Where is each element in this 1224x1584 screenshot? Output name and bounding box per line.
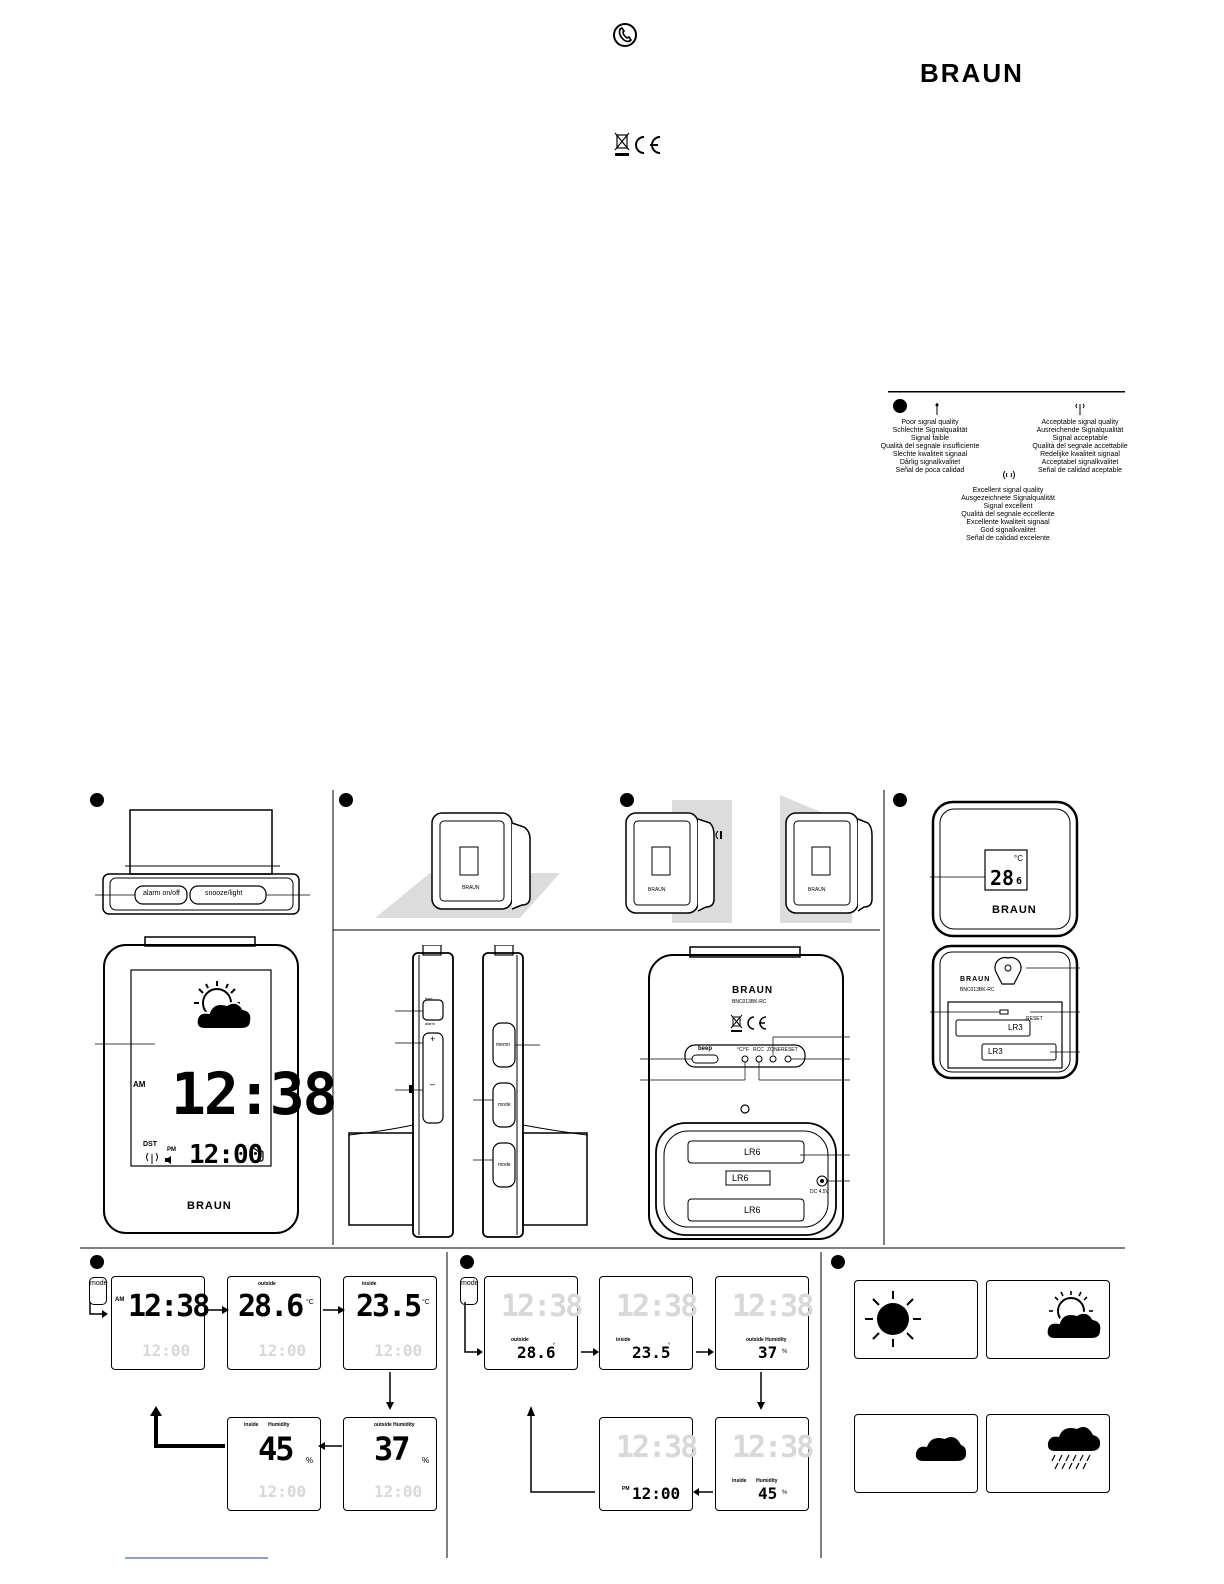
- sensor-back-braun-logo: BRAUN: [960, 976, 991, 983]
- seq2-screen-outside-temp: 12:38 outside 28.6 °: [484, 1276, 583, 1370]
- bullet-3: [620, 793, 634, 807]
- bullet-8: [831, 1255, 845, 1269]
- sun-icon: [865, 1291, 921, 1347]
- mode-button-lower[interactable]: mode: [498, 1162, 511, 1168]
- bullet-4: [893, 793, 907, 807]
- svg-text:BRAUN: BRAUN: [648, 887, 666, 893]
- reset-label: RESET: [781, 1047, 798, 1053]
- rcc-label: RCC: [753, 1047, 764, 1053]
- seq2-mode-button[interactable]: mode: [460, 1277, 479, 1305]
- seq2-screen-outside-humidity: 12:38 outside Humidity 37 %: [715, 1276, 814, 1370]
- hand-icon: [251, 1147, 264, 1162]
- front-braun-logo: BRAUN: [187, 1200, 232, 1212]
- weather-rain-card: [986, 1414, 1110, 1493]
- weather-sunny-card: [854, 1280, 978, 1359]
- dc-input-label: DC 4.5V: [810, 1189, 829, 1195]
- seq1-screen-time: AM 12:38 12:00: [111, 1276, 210, 1370]
- clock-back-view: BRAUN BNC013BK-RC beep °C/°F RCC ZONE RE…: [640, 945, 855, 1245]
- snooze-light-button[interactable]: snooze/light: [205, 890, 243, 897]
- time-label: time: [425, 996, 433, 1001]
- back-braun-logo: BRAUN: [732, 985, 774, 996]
- braun-logo: BRAUN: [920, 58, 1024, 88]
- plus-button[interactable]: +: [430, 1034, 436, 1044]
- seq1-screen-outside-temp: outside 28.6 °C 12:00: [227, 1276, 321, 1370]
- pm-indicator: PM: [167, 1147, 176, 1153]
- sensor-placement-table: BRAUN: [375, 812, 560, 918]
- main-time-display: 12:38: [171, 1060, 338, 1128]
- beep-switch[interactable]: beep: [698, 1046, 713, 1052]
- alarm-on-off-button[interactable]: alarm on/off: [143, 890, 180, 897]
- battery-2: LR6: [732, 1173, 749, 1183]
- clock-front-view: 12:38 AM DST PM 12:00 BRAUN: [95, 936, 338, 1238]
- signal-panel-divider: [888, 391, 1125, 392]
- svg-text:BRAUN: BRAUN: [462, 885, 480, 891]
- weather-cloudy-card: [854, 1414, 978, 1493]
- seq2-arrows: [464, 1302, 765, 1496]
- bullet-5: [893, 399, 907, 413]
- weee-ce-marks-icon: [614, 132, 661, 156]
- battery-3: LR6: [744, 1205, 761, 1215]
- dst-indicator: DST: [143, 1141, 157, 1148]
- sensor-front: 28 6 °C BRAUN: [930, 800, 1080, 940]
- acceptable-signal-icon: [1075, 403, 1085, 415]
- seq1-arrows: [89, 1302, 394, 1450]
- seq1-screen-outside-humidity: outside Humidity 37 % 12:00: [343, 1417, 437, 1511]
- bullet-1: [90, 793, 104, 807]
- alarm-time-display: 12:00: [189, 1140, 263, 1170]
- rain-cloud-icon: [1047, 1427, 1101, 1470]
- sensor-temp-decimal: 6: [1016, 876, 1023, 887]
- clock-top-view: alarm on/off snooze/light: [95, 808, 315, 923]
- seq1-mode-button[interactable]: mode: [89, 1277, 108, 1305]
- mode-button-upper[interactable]: mode: [498, 1102, 511, 1108]
- seq2-screen-inside-humidity: 12:38 inside Humidity 45 %: [715, 1417, 814, 1511]
- bullet-2: [339, 793, 353, 807]
- zone-label: ZONE: [767, 1047, 781, 1053]
- partly-cloudy-icon: [1045, 1291, 1103, 1340]
- speaker-icon: [165, 1156, 171, 1164]
- back-model: BNC013BK-RC: [732, 999, 767, 1005]
- am-indicator: AM: [133, 1080, 146, 1089]
- sensor-back-model: BNC013BK-RC: [960, 987, 995, 993]
- celsius-fahrenheit-label: °C/°F: [737, 1047, 750, 1053]
- sensor-reset-button[interactable]: RESET: [1026, 1016, 1043, 1022]
- sensor-unit: °C: [1014, 854, 1023, 863]
- sensor-battery-2: LR3: [988, 1047, 1003, 1056]
- partly-cloudy-icon: [194, 981, 253, 1030]
- alarm-label: alarm: [425, 1021, 436, 1026]
- clock-side-views: [348, 945, 588, 1238]
- memo-button[interactable]: memo: [496, 1042, 510, 1048]
- minus-button[interactable]: –: [430, 1079, 436, 1089]
- battery-1: LR6: [744, 1147, 761, 1157]
- sensor-braun-logo: BRAUN: [992, 904, 1037, 916]
- poor-signal-icon: [935, 403, 939, 415]
- seq1-screen-inside-humidity: inside Humidity 45 % 12:00: [227, 1417, 321, 1511]
- excellent-signal-icon: [1003, 470, 1015, 480]
- bullet-7: [460, 1255, 474, 1269]
- phone-icon: [613, 23, 637, 47]
- weather-partly-cloudy-card: [986, 1280, 1110, 1359]
- seq2-screen-inside-temp: 12:38 inside 23.5 °: [599, 1276, 698, 1370]
- sensor-temp: 28: [990, 866, 1015, 890]
- bullet-6: [90, 1255, 104, 1269]
- seq1-screen-inside-temp: inside 23.5 °C 12:00: [343, 1276, 437, 1370]
- svg-text:BRAUN: BRAUN: [808, 887, 826, 893]
- time-alarm-button[interactable]: time: [425, 996, 433, 1002]
- sensor-battery-1: LR3: [1008, 1023, 1023, 1032]
- seq2-screen-alarm: 12:38 PM 12:00: [599, 1417, 698, 1511]
- cloud-icon: [915, 1437, 967, 1461]
- radio-signal-icon: [146, 1152, 158, 1164]
- sensor-back: BRAUN BNC013BK-RC RESET LR3 LR3: [930, 944, 1080, 1080]
- sensor-placement-wall: BRAUN BRAUN: [625, 795, 873, 923]
